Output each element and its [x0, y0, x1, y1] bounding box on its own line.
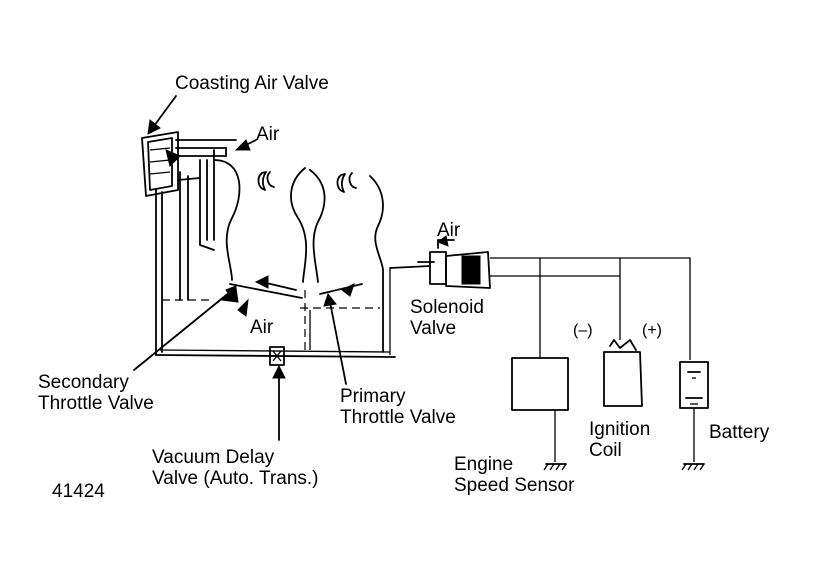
engine-speed-sensor-label-line2: Speed Sensor — [454, 475, 575, 496]
vacuum-delay-label-line1: Vacuum Delay — [152, 447, 275, 468]
coil-positive-terminal-label: (+) — [642, 322, 662, 339]
leader-arrows — [133, 95, 347, 441]
vacuum-delay-label-line2: Valve (Auto. Trans.) — [152, 468, 319, 489]
battery — [679, 361, 709, 471]
primary-throttle-label-line2: Throttle Valve — [340, 407, 456, 428]
battery-label: Battery — [709, 422, 770, 443]
secondary-throttle-label-line1: Secondary — [38, 372, 129, 393]
coil-negative-terminal-label: (–) — [573, 322, 593, 339]
coasting-air-valve-label: Coasting Air Valve — [175, 73, 329, 94]
solenoid-valve-label-line1: Solenoid — [410, 297, 484, 318]
vacuum-delay-valve — [269, 346, 285, 366]
ignition-coil-label-line2: Coil — [589, 440, 622, 461]
wiring — [490, 257, 691, 360]
secondary-throttle-label-line2: Throttle Valve — [38, 393, 154, 414]
coasting-air-valve — [141, 131, 237, 197]
air-label-mid: Air — [250, 317, 274, 338]
engine-speed-sensor — [511, 357, 569, 471]
solenoid-valve-label-line2: Valve — [410, 318, 457, 339]
air-label-solenoid: Air — [437, 220, 461, 241]
engine-speed-sensor-label-line1: Engine — [454, 454, 514, 475]
air-label-top: Air — [256, 124, 280, 145]
primary-throttle-label-line1: Primary — [340, 386, 406, 407]
figure-number: 41424 — [52, 481, 105, 502]
carburetor-body — [155, 149, 396, 358]
solenoid-valve — [389, 235, 491, 289]
ignition-coil — [603, 339, 643, 407]
ignition-coil-label-line1: Ignition — [589, 419, 651, 440]
